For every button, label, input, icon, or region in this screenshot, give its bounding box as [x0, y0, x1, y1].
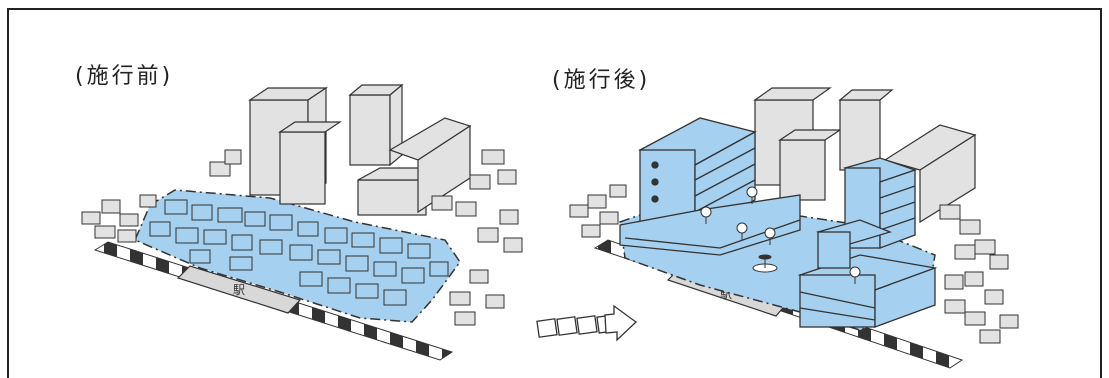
after-scene: 駅 [569, 87, 1019, 369]
before-scene: 駅 [81, 83, 523, 361]
arrow-right-icon [604, 304, 638, 342]
surrounding-houses-after [569, 184, 1019, 344]
trees-after [700, 186, 861, 284]
after-label: (施行後) [552, 68, 651, 93]
before-label: (施行前) [75, 64, 174, 89]
existing-buildings-after [753, 87, 977, 224]
dense-housing [149, 199, 449, 306]
surrounding-houses-before [81, 149, 523, 326]
station-label-before: 駅 [233, 283, 245, 297]
station-before: 駅 [176, 265, 302, 314]
transition-arrow-group [536, 304, 638, 342]
new-buildings-after [619, 117, 938, 328]
existing-buildings-before [248, 83, 472, 216]
